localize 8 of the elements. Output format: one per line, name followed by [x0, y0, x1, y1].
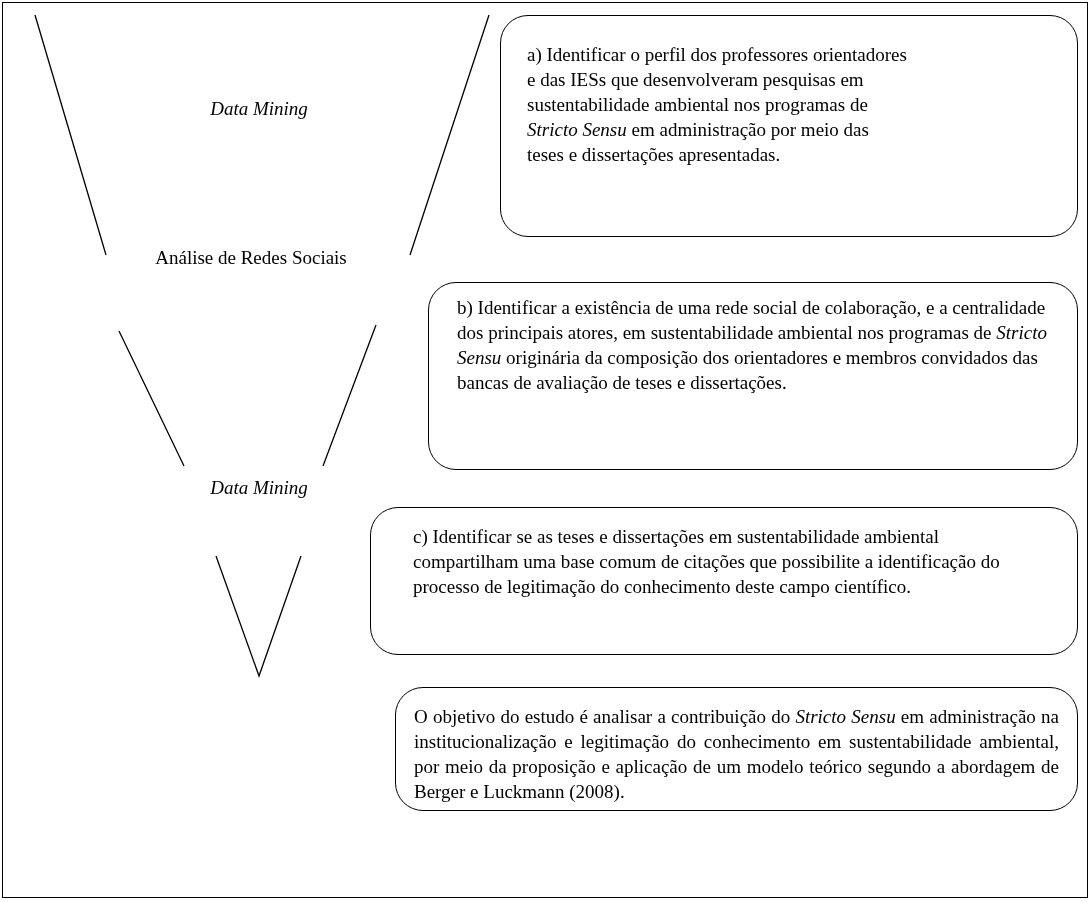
objective-text: a) Identificar o perfil dos professores orientadores e das IESs que desenvolveram pesquisas em sustentabilidade ambiental nos programas de Stricto Sensu em administração por meio das teses e dissertações apresentadas.	[527, 43, 907, 167]
objective-box	[428, 282, 1078, 470]
objective-text: b) Identificar a existência de uma rede social de colaboração, e a centralidade dos principais atores, em sustentabilidade ambiental nos programas de Stricto Sensu originária da composição dos orientadores e membros convidados das bancas de avaliação de teses e dissertações.	[457, 296, 1047, 395]
objective-box	[370, 507, 1078, 655]
objective-text: O objetivo do estudo é analisar a contribuição do Stricto Sensu em administração na institucionalização e legitimação do conhecimento em sustentabilidade ambiental, por meio da proposição e aplicação de um modelo teórico segundo a abordagem de Berger e Luckmann (2008).	[414, 705, 1059, 804]
objective-box	[395, 687, 1078, 811]
objective-text: c) Identificar se as teses e dissertações em sustentabilidade ambiental compartilham uma base comum de citações que possibilite a identificação do processo de legitimação do conhecimento deste campo científico.	[413, 525, 1001, 599]
objective-box	[500, 15, 1078, 237]
